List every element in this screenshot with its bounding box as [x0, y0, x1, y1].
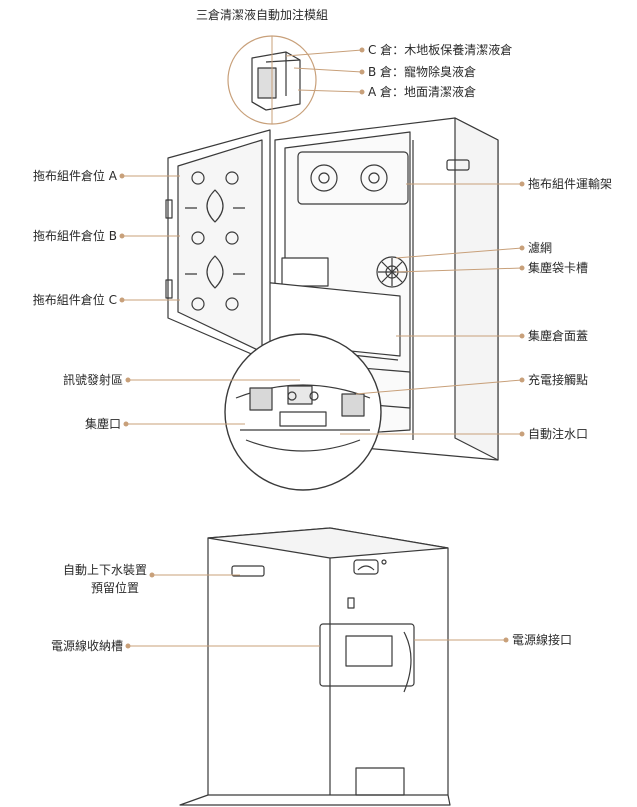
chamber-c-label: C 倉：木地板保養清潔液倉	[368, 43, 513, 57]
mop-slot-b-label: 拖布組件倉位 B	[32, 229, 117, 243]
chamber-a-label: A 倉：地面清潔液倉	[368, 85, 477, 99]
water-inlet-label: 自動注水口	[528, 427, 589, 441]
leader-dots	[119, 47, 525, 649]
leader-lines	[122, 36, 523, 647]
mop-slot-c-label: 拖布組件倉位 C	[32, 293, 117, 307]
charging-contacts-label: 充電接觸點	[528, 373, 589, 387]
water-device-label-line2: 預留位置	[90, 581, 139, 595]
cord-slot-label: 電源線收納槽	[50, 639, 123, 653]
dust-cover-label: 集塵倉面蓋	[528, 329, 589, 343]
mop-slot-a-label: 拖布組件倉位 A	[32, 169, 117, 183]
water-device-label-line1: 自動上下水裝置	[62, 563, 147, 577]
power-port-label: 電源線接口	[512, 633, 573, 647]
front-station-illustration	[165, 117, 499, 491]
mop-rack-label: 拖布組件運輸架	[528, 177, 613, 191]
dust-bag-slot-label: 集塵袋卡槽	[528, 261, 589, 275]
top-title: 三倉清潔液自動加注模組	[196, 8, 329, 22]
signal-area-label: 訊號發射區	[62, 373, 123, 387]
rear-station-illustration	[179, 527, 451, 806]
chamber-b-label: B 倉：寵物除臭液倉	[368, 65, 477, 79]
dust-inlet-label: 集塵口	[84, 417, 121, 431]
filter-label: 濾網	[528, 241, 553, 255]
